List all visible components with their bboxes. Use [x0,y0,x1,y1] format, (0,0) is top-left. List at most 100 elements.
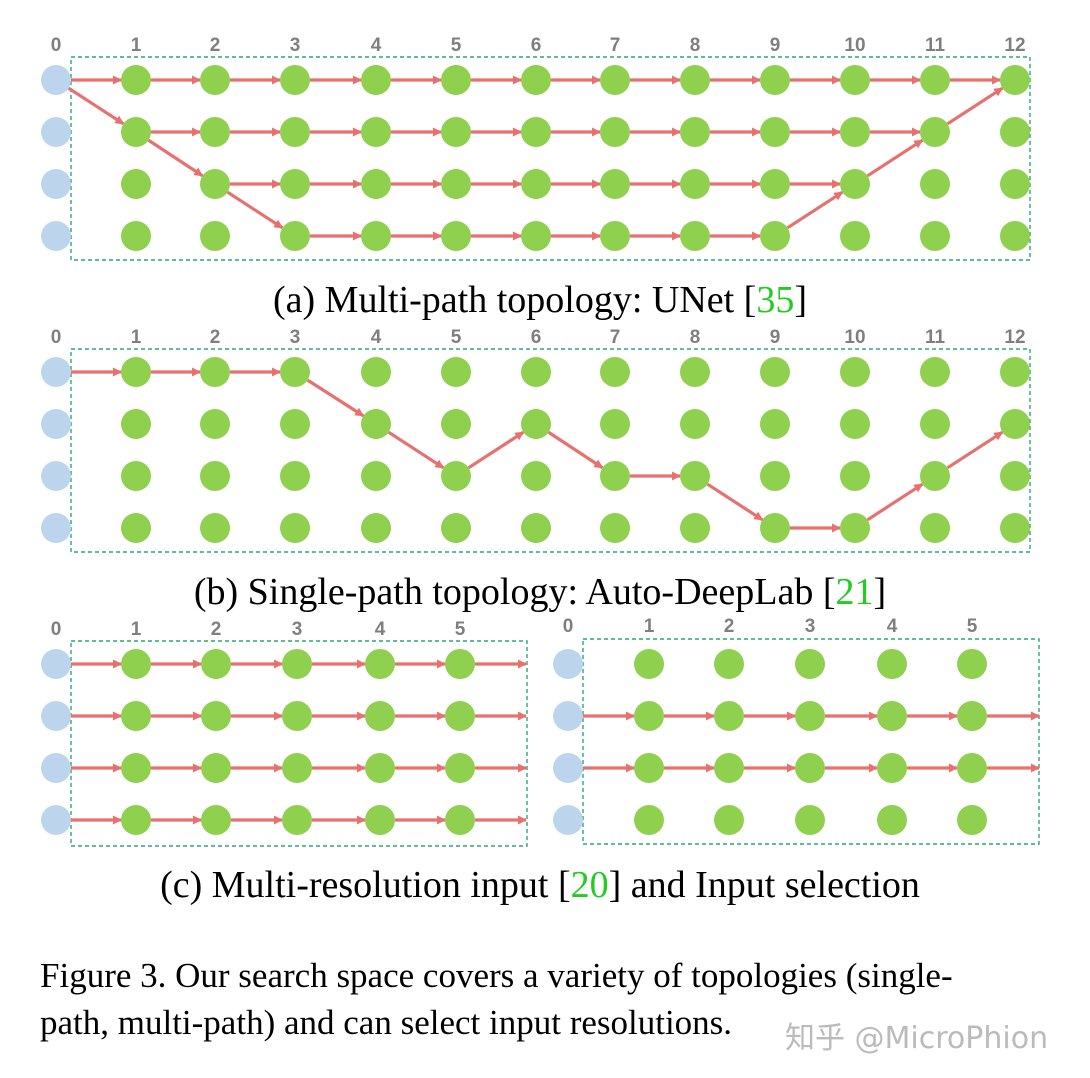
cell-node [920,65,950,95]
cell-node [760,65,790,95]
input-node [41,701,71,731]
input-node [553,701,583,731]
edge-arrow [946,430,1004,470]
edge-arrow [547,430,604,470]
cell-node [280,513,310,543]
panel-c1-column-label: 2 [211,619,222,640]
cell-node [121,649,151,679]
panel-a-column-label: 8 [690,35,701,56]
input-node [41,221,71,251]
cell-node [714,701,744,731]
cell-node [680,513,710,543]
panel-c2-column-label: 5 [967,616,978,637]
panel-c-caption: (c) Multi-resolution input [20] and Inpu… [160,864,920,906]
cell-node [521,409,551,439]
input-node [41,649,71,679]
panel-c1-box [70,640,528,847]
cell-node [445,701,475,731]
input-node [553,805,583,835]
cell-node [1000,169,1030,199]
cell-node [445,805,475,835]
panel-a-column-label: 9 [770,35,781,56]
figure-caption: Figure 3. Our search space covers a vari… [40,952,1050,1046]
cell-node [920,221,950,251]
cell-node [441,409,471,439]
figure-caption-line-1: Figure 3. Our search space covers a vari… [40,956,953,995]
panel-a-citation: 35 [756,279,794,321]
cell-node [680,409,710,439]
cell-node [920,461,950,491]
cell-node [121,805,151,835]
panel-b-column-label: 7 [610,327,621,348]
figure-caption-line-2: path, multi-path) and can select input r… [40,1003,733,1042]
cell-node [361,117,391,147]
cell-node [201,649,231,679]
cell-node [200,513,230,543]
cell-node [920,357,950,387]
cell-node [920,409,950,439]
cell-node [760,221,790,251]
cell-node [121,461,151,491]
cell-node [1000,409,1030,439]
panel-c2-column-label: 1 [644,616,655,637]
cell-node [441,513,471,543]
cell-node [920,169,950,199]
panel-b-column-label: 2 [210,327,221,348]
cell-node [1000,65,1030,95]
edge-arrow [67,86,125,126]
edge-arrow [946,86,1004,126]
panel-a-column-label: 6 [531,35,542,56]
cell-node [760,357,790,387]
cell-node [361,65,391,95]
cell-node [680,65,710,95]
cell-node [200,169,230,199]
cell-node [361,461,391,491]
panel-b-column-label: 8 [690,327,701,348]
cell-node [840,117,870,147]
cell-node [121,117,151,147]
panel-b-column-label: 9 [770,327,781,348]
panel-b-citation: 21 [835,571,873,613]
panel-c2-box [582,638,1040,845]
cell-node [600,221,630,251]
cell-node [282,701,312,731]
cell-node [280,461,310,491]
cell-node [121,409,151,439]
cell-node [200,117,230,147]
cell-node [121,169,151,199]
input-node [41,513,71,543]
cell-node [1000,117,1030,147]
cell-node [680,461,710,491]
cell-node [282,805,312,835]
cell-node [840,221,870,251]
cell-node [877,701,907,731]
panel-b-column-label: 11 [925,327,946,348]
cell-node [600,117,630,147]
edge-arrow [866,482,924,522]
cell-node [280,221,310,251]
cell-node [760,409,790,439]
cell-node [441,117,471,147]
panel-c1-column-label: 5 [455,619,466,640]
cell-node [521,461,551,491]
panel-c1-column-label: 1 [131,619,142,640]
edge-arrow [387,430,445,470]
input-node [553,649,583,679]
panel-a-column-label: 2 [210,35,221,56]
cell-node [600,409,630,439]
cell-node [877,753,907,783]
edge-arrow [786,190,844,230]
edge-arrow [226,190,284,230]
cell-node [680,357,710,387]
panel-c2-column-label: 0 [563,616,574,637]
edge-arrow [147,138,204,178]
cell-node [521,169,551,199]
cell-node [1000,461,1030,491]
cell-node [361,357,391,387]
cell-node [680,221,710,251]
edge-arrow [306,378,365,418]
cell-node [760,461,790,491]
edge-arrow [866,138,924,178]
